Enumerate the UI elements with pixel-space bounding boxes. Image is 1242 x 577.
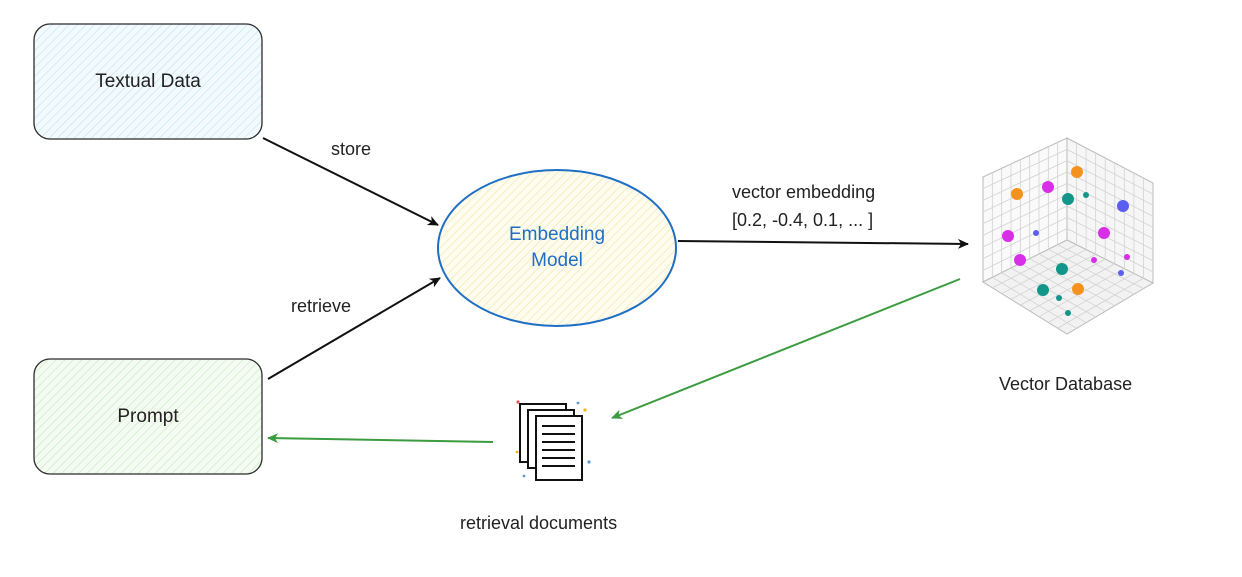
documents-to-prompt-arrow — [267, 433, 494, 444]
vector-point — [1071, 166, 1083, 178]
vector-database-icon — [981, 137, 1155, 335]
vector-point — [1056, 263, 1068, 275]
vector-point — [1042, 181, 1054, 193]
documents-icon — [515, 400, 591, 481]
vector-embedding-label: vector embedding — [732, 182, 876, 202]
vector-point — [1083, 192, 1089, 198]
vector-point — [1124, 254, 1130, 260]
prompt-label: Prompt — [117, 406, 179, 427]
textual-data-box — [33, 23, 263, 140]
vector-point — [1065, 310, 1071, 316]
vector-point — [1033, 230, 1039, 236]
textual-data-label: Textual Data — [95, 71, 201, 92]
vector-point — [1056, 295, 1062, 301]
db-to-documents-arrow — [611, 278, 961, 419]
vector-embedding-arrow — [677, 238, 969, 249]
retrieval-documents-label: retrieval documents — [460, 513, 618, 533]
retrieve-arrow — [267, 277, 441, 380]
vector-point — [1091, 257, 1097, 263]
retrieve-label: retrieve — [291, 296, 352, 316]
vector-point — [1062, 193, 1074, 205]
vector-point — [1098, 227, 1110, 239]
vector-point — [1117, 200, 1129, 212]
embedding-model-line2: Model — [531, 250, 583, 271]
vector-point — [1118, 270, 1124, 276]
vector-point — [1011, 188, 1023, 200]
vector-point — [1072, 283, 1084, 295]
store-label: store — [331, 139, 372, 159]
embedding-model-ellipse — [437, 169, 677, 327]
embedding-model-line1: Embedding — [508, 224, 606, 245]
vector-database-label: Vector Database — [999, 374, 1133, 394]
prompt-box — [33, 358, 263, 475]
store-arrow — [262, 137, 439, 226]
vector-point — [1037, 284, 1049, 296]
vector-point — [1014, 254, 1026, 266]
embedding-model-label: Embedding Model — [457, 222, 657, 274]
vector-point — [1002, 230, 1014, 242]
vector-embedding-values: [0.2, -0.4, 0.1, ... ] — [732, 210, 874, 230]
